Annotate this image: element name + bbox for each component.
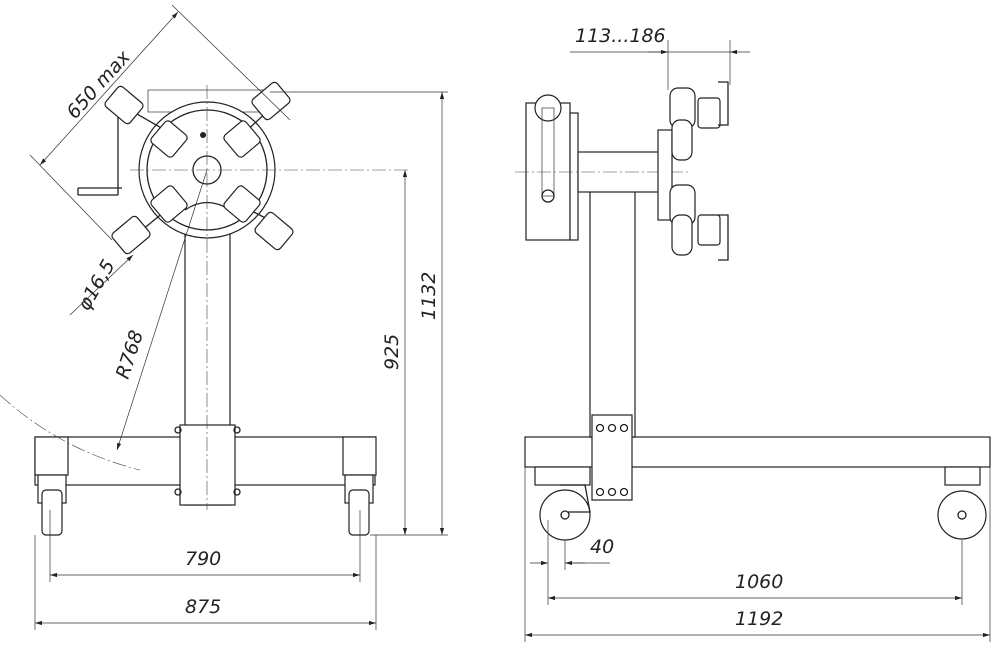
dim-113-186: 113...186 — [575, 25, 666, 47]
column-side — [589, 184, 636, 438]
dim-790: 790 — [185, 548, 221, 570]
caster-rear — [937, 466, 987, 540]
dim-875: 875 — [185, 596, 221, 618]
head-plate — [657, 129, 673, 221]
caster-front — [534, 466, 591, 541]
dim-40: 40 — [590, 536, 614, 558]
caster-left — [34, 436, 69, 536]
dim-1192: 1192 — [735, 608, 783, 630]
column-clamp — [179, 424, 236, 506]
dim-925: 925 — [381, 334, 403, 370]
dim-bolt-diameter: φ16,5 — [73, 256, 119, 314]
front-view: 925 1132 790 875 650 max φ16,5 R768 — [0, 4, 448, 630]
side-view: 113...186 40 1060 1192 — [515, 25, 991, 642]
caster-right — [342, 436, 377, 536]
gearbox — [525, 102, 571, 241]
clamp-upper — [669, 81, 729, 161]
dim-1132: 1132 — [418, 272, 440, 320]
clamp-lower — [669, 184, 729, 261]
dim-1060: 1060 — [735, 571, 783, 593]
dim-r768: R768 — [112, 328, 148, 382]
